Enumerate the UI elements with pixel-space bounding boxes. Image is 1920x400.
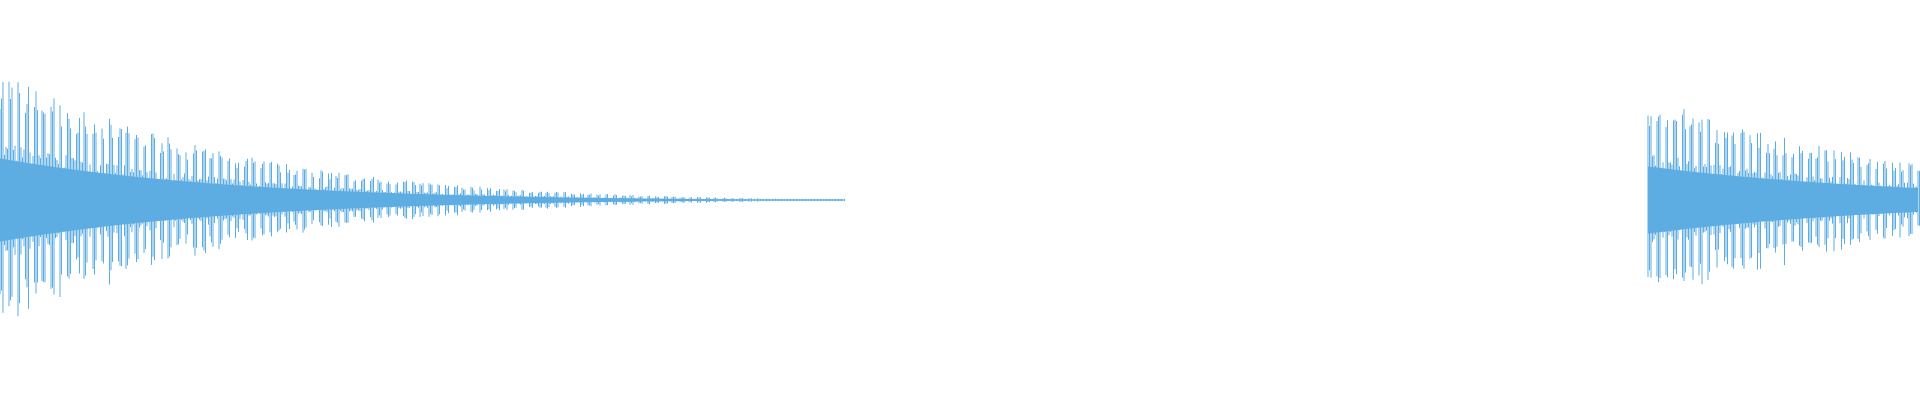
waveform-clip-2[interactable]	[1647, 109, 1920, 285]
waveform-clip-1[interactable]	[0, 81, 845, 317]
waveform-body	[1648, 166, 1918, 234]
waveform-body	[0, 158, 843, 242]
